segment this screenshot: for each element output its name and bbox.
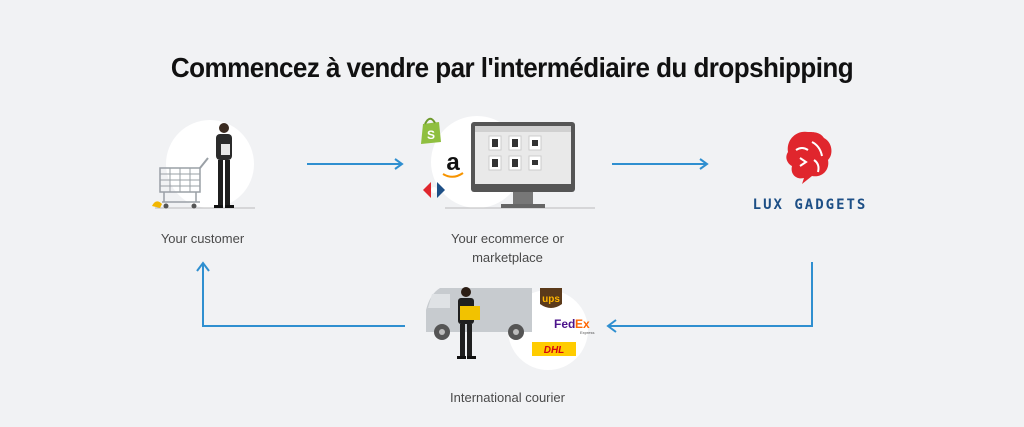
courier-label: International courier [450,390,565,405]
svg-text:DHL: DHL [544,345,565,356]
store-label: Your ecommerce or marketplace [415,229,600,267]
carrefour-icon [423,182,445,198]
monitor-icon [471,122,575,208]
store-label-line1: Your ecommerce or [451,231,564,246]
arrow-courier-to-customer [195,258,410,334]
arrow-supplier-to-courier [605,260,820,340]
arrow-store-to-supplier [610,156,710,172]
shopping-cart-icon [159,157,209,209]
svg-text:S: S [427,128,435,142]
arrow-customer-to-store [305,156,405,172]
lion-logo [780,128,836,186]
person-icon [214,123,234,208]
page-title: Commencez à vendre par l'intermédiaire d… [170,52,854,83]
delivery-person-icon [457,287,480,359]
svg-text:Ex: Ex [575,317,590,331]
svg-text:Express: Express [580,330,594,335]
ups-icon: ups [540,288,562,308]
amazon-icon: a [442,149,464,178]
svg-text:ups: ups [542,294,560,305]
customer-illustration [150,118,260,214]
dhl-icon: DHL [532,342,576,356]
ecommerce-illustration: S a [415,112,600,214]
store-label-line2: marketplace [472,250,543,265]
customer-label: Your customer [160,231,245,246]
svg-text:Fed: Fed [554,317,575,331]
shopify-icon: S [421,117,441,144]
fedex-icon: Fed Ex Express [554,317,594,335]
supplier-brand: LUX GADGETS [752,197,868,213]
courier-illustration: ups Fed Ex Express DHL [420,280,600,370]
svg-text:a: a [446,149,460,176]
